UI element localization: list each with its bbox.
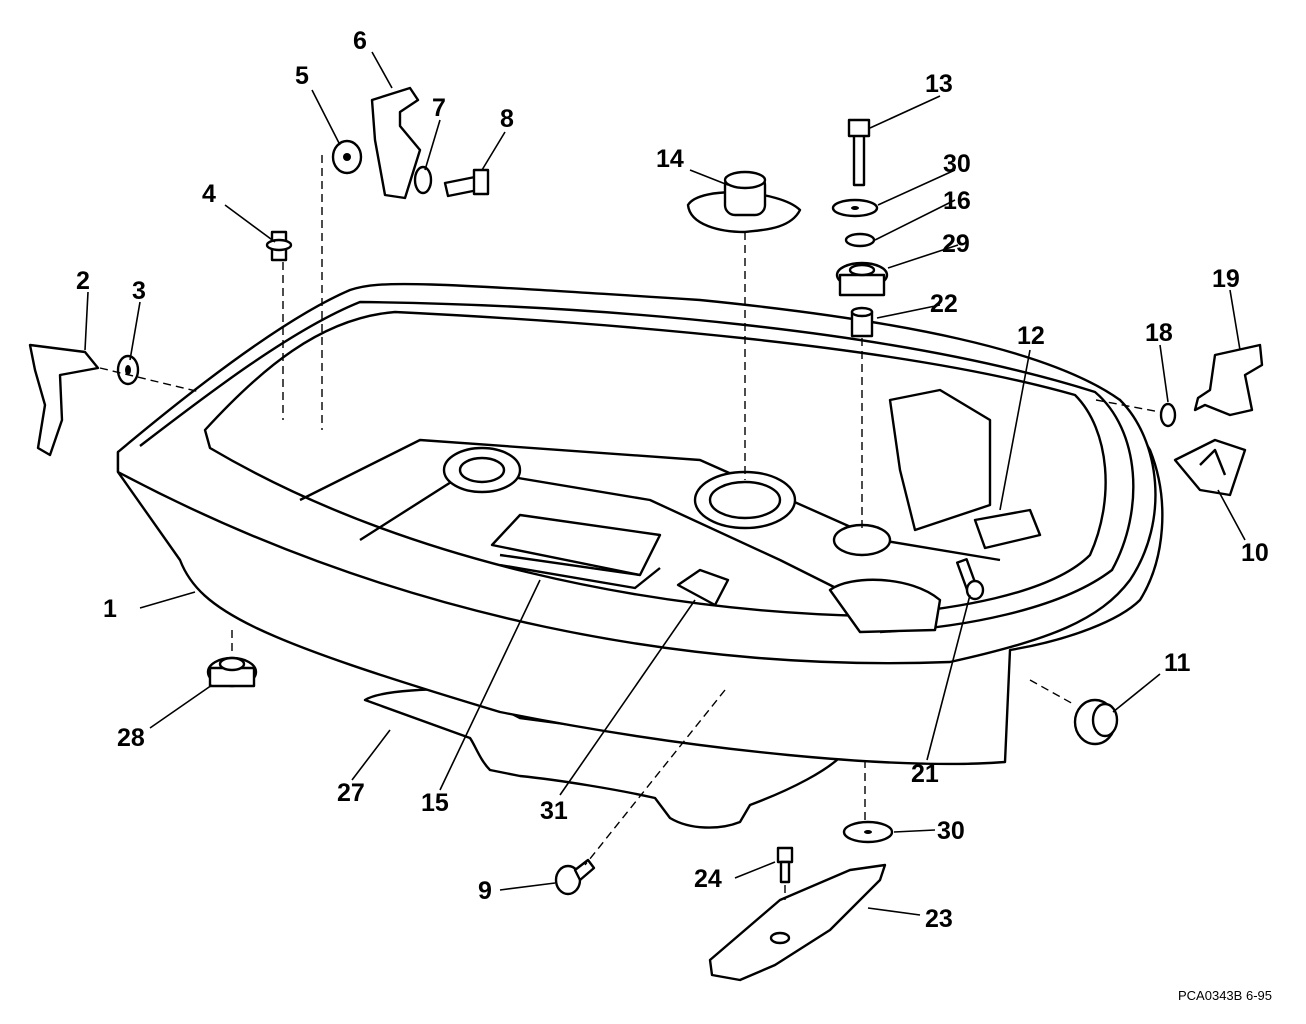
callout-30-top: 30: [943, 150, 971, 178]
callout-31: 31: [540, 797, 568, 825]
part-14-grommet: [686, 170, 802, 234]
callout-8: 8: [500, 105, 514, 133]
callout-6: 6: [353, 27, 367, 55]
callout-30-bottom: 30: [937, 817, 965, 845]
callout-12: 12: [1017, 322, 1045, 350]
callout-5: 5: [295, 62, 309, 90]
callout-15: 15: [421, 789, 449, 817]
callout-19: 19: [1212, 265, 1240, 293]
part-24-bolt: [776, 846, 794, 884]
callout-22: 22: [930, 290, 958, 318]
part-9-plug: [554, 858, 596, 896]
part-30-washer-top: [831, 198, 879, 218]
part-8-bolt: [443, 168, 490, 198]
diagram-date: 6-95: [1246, 988, 1272, 1003]
callout-3: 3: [132, 277, 146, 305]
part-3-washer: [116, 354, 140, 386]
callout-14: 14: [656, 145, 684, 173]
callout-29: 29: [942, 230, 970, 258]
part-21-screw: [955, 557, 985, 601]
part-13-bolt: [847, 118, 871, 187]
part-7-clip: [413, 165, 433, 195]
callout-1: 1: [103, 595, 117, 623]
callout-7: 7: [432, 94, 446, 122]
part-6-latch: [370, 86, 422, 200]
part-2-lever: [28, 343, 100, 457]
part-23-bracket: [708, 863, 887, 982]
callout-9: 9: [478, 877, 492, 905]
part-10-grommet: [1173, 438, 1247, 497]
callout-10: 10: [1241, 539, 1269, 567]
part-18-washer: [1159, 402, 1177, 428]
callout-28: 28: [117, 724, 145, 752]
callout-21: 21: [911, 760, 939, 788]
callout-13: 13: [925, 70, 953, 98]
part-vent-grille: [490, 513, 662, 577]
callout-4: 4: [202, 180, 216, 208]
callout-23: 23: [925, 905, 953, 933]
part-28-grommet: [206, 656, 258, 688]
callout-24: 24: [694, 865, 722, 893]
callout-11: 11: [1164, 649, 1191, 677]
part-11-grommet: [1073, 698, 1119, 746]
callout-2: 2: [76, 267, 90, 295]
callout-27: 27: [337, 779, 365, 807]
part-29-grommet: [835, 261, 889, 297]
part-22-spacer: [850, 306, 874, 338]
part-30-washer-bottom: [842, 820, 894, 844]
part-19-lever: [1193, 343, 1264, 417]
part-5-washer: [331, 139, 363, 175]
callout-18: 18: [1145, 319, 1173, 347]
callout-16: 16: [943, 187, 971, 215]
part-16-washer: [844, 232, 876, 248]
part-4-fitting: [265, 230, 293, 262]
diagram-code: PCA0343B: [1178, 988, 1242, 1003]
